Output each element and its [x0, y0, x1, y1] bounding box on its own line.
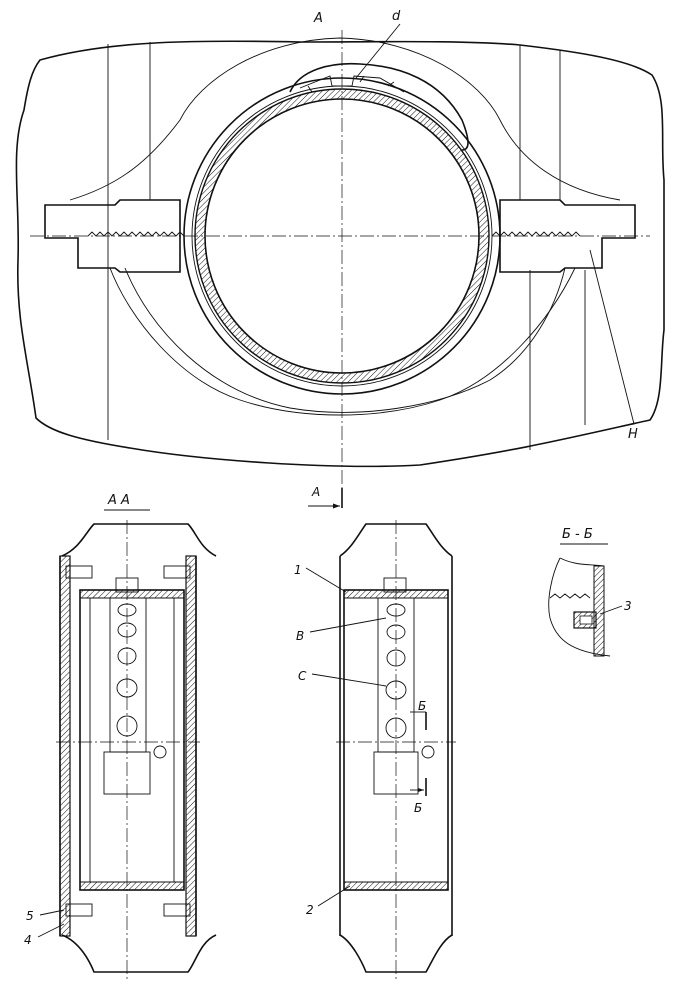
section-arrow-label: А — [311, 485, 320, 499]
oil-groove — [289, 62, 469, 151]
callout-c-label: С — [298, 669, 307, 683]
callout-b-label: В — [296, 629, 304, 643]
housing-outline — [15, 40, 665, 468]
section-aa-title: А А — [107, 493, 130, 508]
section-aa-view: А А 5 4 — [24, 493, 217, 980]
cut-b-upper-label: Б — [418, 699, 426, 713]
section-bb-view: Б - Б 3 — [548, 527, 632, 657]
detail-d-label: d — [392, 9, 401, 24]
item-4-label: 4 — [24, 933, 32, 947]
serrated-joint — [87, 231, 185, 237]
saddle-curve — [69, 37, 621, 201]
middle-section-view: 1 В С 2 Б Б — [294, 520, 456, 980]
item-3-label: 3 — [624, 599, 632, 613]
top-view-bearing: А d Н А — [15, 9, 665, 509]
section-bb-title: Б - Б — [562, 527, 593, 542]
section-mark-top: А — [313, 11, 323, 26]
item-1-label: 1 — [294, 563, 302, 577]
item-2-label: 2 — [306, 903, 314, 917]
detail-h-label: Н — [628, 427, 638, 442]
cut-b-lower-label: Б — [414, 801, 422, 815]
item-5-label: 5 — [26, 909, 34, 923]
